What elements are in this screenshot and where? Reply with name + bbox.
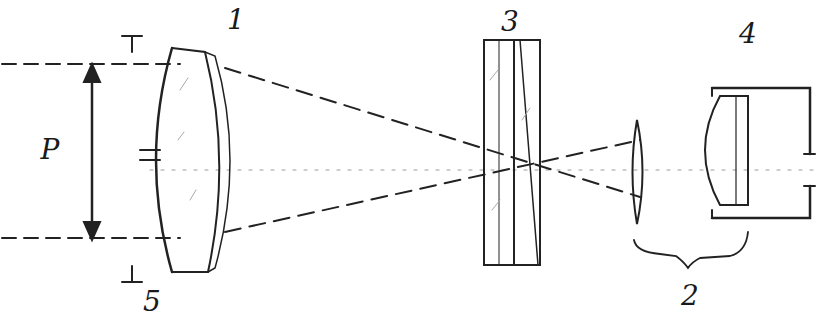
arrow-head — [84, 222, 100, 240]
aperture-arrow — [91, 72, 94, 232]
callout-number: 5 — [143, 288, 161, 316]
callout-number: 4 — [739, 20, 757, 48]
eyepiece-lens — [705, 96, 748, 205]
aperture-label: P — [41, 136, 60, 164]
field-lens — [633, 120, 643, 224]
objective-lens — [172, 48, 219, 272]
callout-number: 3 — [501, 8, 519, 36]
group-bracket — [634, 232, 748, 268]
ray — [225, 140, 640, 232]
wedge-prism — [514, 40, 540, 265]
ray — [225, 68, 640, 197]
callout-number: 1 — [227, 6, 245, 34]
glass-plate — [484, 40, 514, 265]
eyepiece-housing — [712, 88, 810, 218]
callout-number: 2 — [681, 282, 699, 310]
arrow-head — [84, 64, 100, 82]
